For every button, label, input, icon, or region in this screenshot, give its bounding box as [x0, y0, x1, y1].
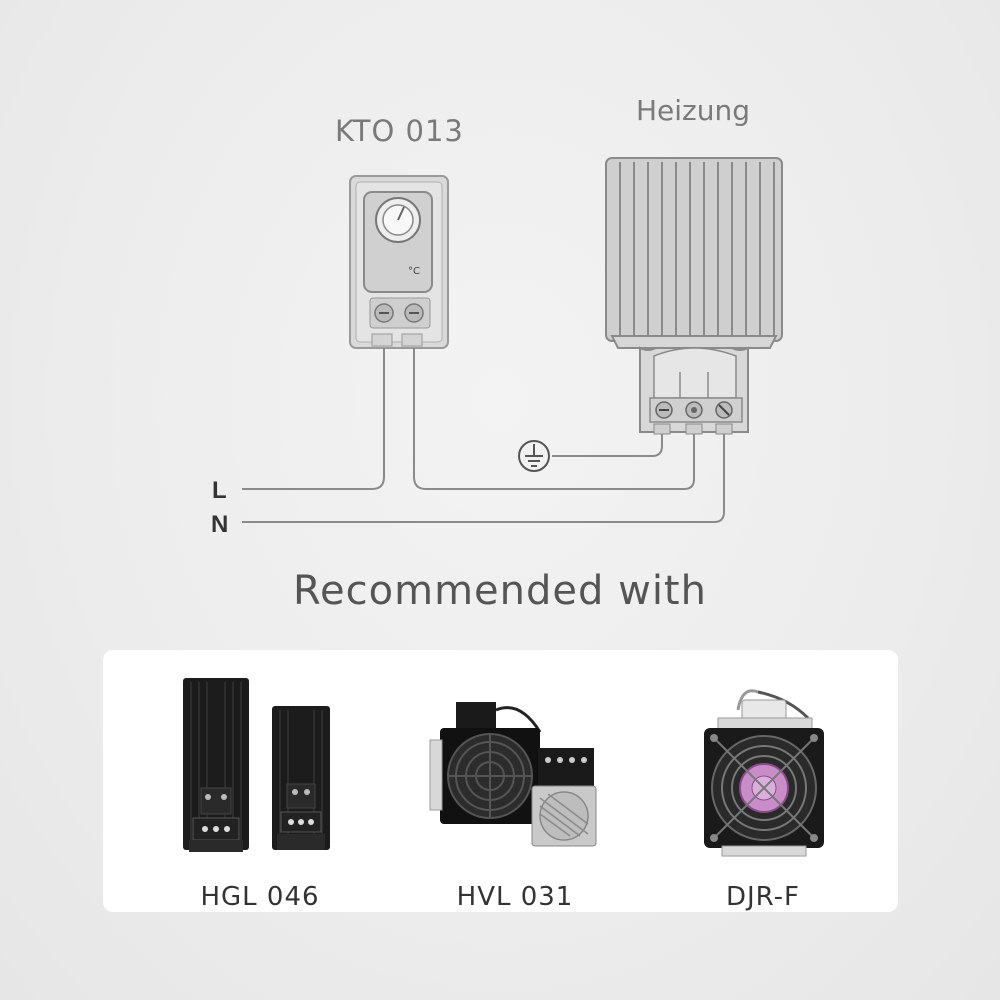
svg-text:°C: °C — [408, 266, 420, 277]
thermostat-label: KTO 013 — [335, 114, 464, 148]
wire-live — [242, 348, 385, 490]
product-name: HVL 031 — [456, 882, 574, 912]
ground-icon — [518, 440, 550, 472]
heater-device — [605, 157, 783, 435]
neutral-line-label: N — [211, 511, 229, 538]
heater-label: Heizung — [636, 94, 751, 127]
product-hvl-031[interactable]: HVL 031 — [390, 670, 640, 912]
product-hgl-046[interactable]: HGL 046 — [135, 670, 385, 912]
wire-ground — [552, 434, 663, 457]
recommended-title: Recommended with — [293, 568, 707, 614]
live-line-label: L — [212, 477, 227, 504]
wire-thermo-to-heater — [413, 348, 695, 490]
wires — [242, 348, 725, 523]
panel-heater-image — [183, 678, 330, 852]
wiring-svg: °C — [242, 157, 783, 523]
enclosure-fan-image — [704, 689, 824, 857]
recommended-card: HGL 046 HVL 031 — [103, 650, 898, 912]
wiring-diagram: °C — [242, 157, 783, 523]
product-djr-f[interactable]: DJR-F — [638, 670, 888, 912]
product-name: DJR-F — [725, 882, 801, 912]
wire-neutral — [242, 434, 725, 523]
fan-heater-image — [429, 702, 597, 847]
product-name: HGL 046 — [200, 882, 320, 912]
thermostat-device: °C — [349, 175, 449, 349]
